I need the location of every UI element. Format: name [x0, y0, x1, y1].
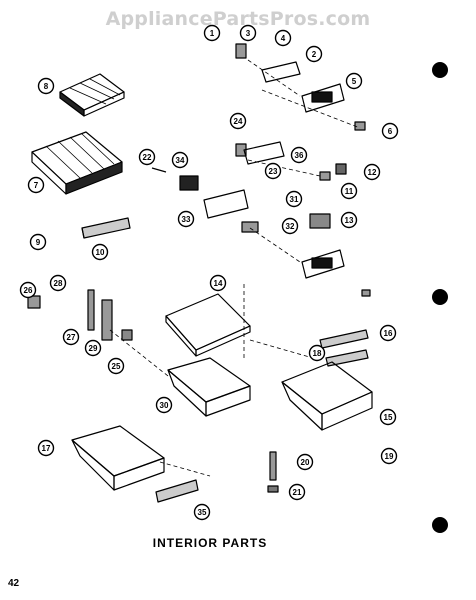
callout-label: 35 [198, 508, 207, 517]
callout-label: 13 [345, 216, 354, 225]
callout-34: 34 [171, 151, 189, 169]
callout-label: 26 [24, 286, 33, 295]
part-17-drawer [71, 425, 165, 491]
callout-31: 31 [285, 190, 303, 208]
callout-label: 17 [42, 444, 51, 453]
callout-label: 12 [368, 168, 377, 177]
part-20-21-post [267, 451, 279, 493]
part-group-top-brackets [235, 43, 366, 131]
callout-4: 4 [274, 29, 292, 47]
part-lower-bracket [301, 249, 371, 297]
callout-label: 1 [210, 29, 215, 38]
callout-23: 23 [264, 162, 282, 180]
callout-27: 27 [62, 328, 80, 346]
callout-7: 7 [27, 176, 45, 194]
callout-3: 3 [239, 24, 257, 42]
callout-label: 7 [34, 181, 39, 190]
callout-33: 33 [177, 210, 195, 228]
part-group-right-hardware [241, 163, 347, 233]
callout-label: 15 [384, 413, 393, 422]
callout-label: 29 [89, 344, 98, 353]
callout-32: 32 [281, 217, 299, 235]
callout-19: 19 [380, 447, 398, 465]
diagram-title: INTERIOR PARTS [152, 536, 268, 550]
callout-label: 18 [313, 349, 322, 358]
callout-12: 12 [363, 163, 381, 181]
callout-label: 27 [67, 333, 76, 342]
callout-21: 21 [288, 483, 306, 501]
callout-11: 11 [340, 182, 358, 200]
callout-label: 30 [160, 401, 169, 410]
callout-5: 5 [345, 72, 363, 90]
callout-label: 31 [290, 195, 299, 204]
part-14-glass-shelf [165, 293, 251, 357]
callout-15: 15 [379, 408, 397, 426]
callout-label: 28 [54, 279, 63, 288]
part-group-middle-brackets [151, 141, 285, 219]
callout-label: 19 [385, 452, 394, 461]
part-30-crisper-pan [167, 357, 251, 417]
callout-label: 24 [234, 117, 243, 126]
part-group-left-hardware [27, 289, 133, 341]
part-16-18-rails [319, 329, 369, 367]
callout-30: 30 [155, 396, 173, 414]
callout-label: 22 [143, 153, 152, 162]
callout-numbers: 1234568791011121314151617181920212223242… [19, 24, 399, 521]
callout-2: 2 [305, 45, 323, 63]
part-35-rail [155, 479, 199, 503]
callout-label: 4 [281, 34, 286, 43]
callout-label: 9 [36, 238, 41, 247]
callout-label: 5 [352, 77, 357, 86]
callout-35: 35 [193, 503, 211, 521]
callout-25: 25 [107, 357, 125, 375]
part-15-crisper-pan [281, 361, 373, 431]
binder-hole-bottom [432, 517, 448, 533]
watermark-text: AppliancePartsPros.com [105, 8, 371, 30]
callout-label: 16 [384, 329, 393, 338]
callout-label: 6 [388, 127, 393, 136]
callout-label: 21 [293, 488, 302, 497]
binder-hole-top [432, 62, 448, 78]
callout-label: 3 [246, 29, 251, 38]
callout-label: 10 [96, 248, 105, 257]
callout-20: 20 [296, 453, 314, 471]
callout-label: 36 [295, 151, 304, 160]
binder-hole-middle [432, 289, 448, 305]
callout-label: 32 [286, 222, 295, 231]
part-10-rail [81, 217, 131, 239]
part-7-wire-shelf [31, 131, 123, 195]
callout-10: 10 [91, 243, 109, 261]
callout-16: 16 [379, 324, 397, 342]
callout-18: 18 [308, 344, 326, 362]
page-number: 42 [8, 578, 20, 589]
callout-22: 22 [138, 148, 156, 166]
assembly-guide-lines [109, 59, 361, 477]
callout-label: 20 [301, 458, 310, 467]
callout-29: 29 [84, 339, 102, 357]
callout-label: 2 [312, 50, 317, 59]
callout-label: 25 [112, 362, 121, 371]
callout-label: 34 [176, 156, 185, 165]
callout-6: 6 [381, 122, 399, 140]
callout-label: 23 [269, 167, 278, 176]
callout-26: 26 [19, 281, 37, 299]
callout-label: 8 [44, 82, 49, 91]
callout-1: 1 [203, 24, 221, 42]
callout-13: 13 [340, 211, 358, 229]
callout-9: 9 [29, 233, 47, 251]
part-8-tray [59, 73, 125, 117]
callout-17: 17 [37, 439, 55, 457]
callout-label: 33 [182, 215, 191, 224]
callout-24: 24 [229, 112, 247, 130]
callout-label: 14 [214, 279, 223, 288]
callout-14: 14 [209, 274, 227, 292]
callout-label: 11 [345, 187, 354, 196]
callout-36: 36 [290, 146, 308, 164]
callout-28: 28 [49, 274, 67, 292]
callout-8: 8 [37, 77, 55, 95]
